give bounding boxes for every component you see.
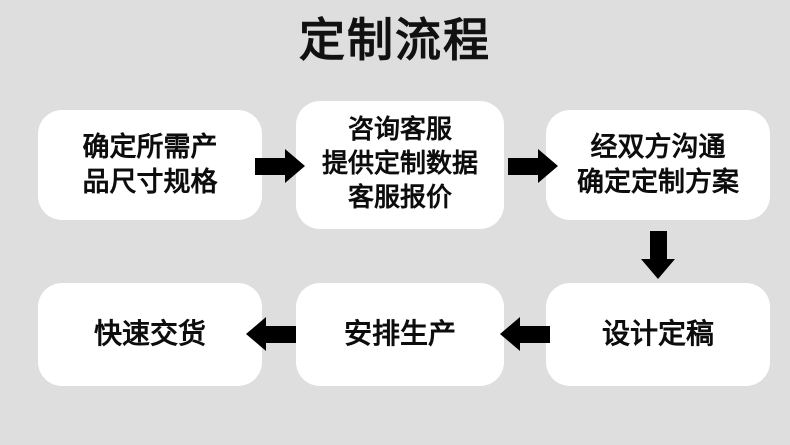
- flow-node-label: 设计定稿: [601, 317, 714, 351]
- arrow-shaft: [255, 158, 286, 175]
- arrow-head: [285, 149, 305, 183]
- arrow-head: [246, 317, 266, 351]
- arrow-left-icon: [246, 317, 296, 351]
- flow-node-label: 安排生产: [343, 317, 456, 351]
- flow-node-step-2[interactable]: 咨询客服 提供定制数据 客服报价: [296, 101, 504, 229]
- flow-node-label: 快速交货: [93, 317, 206, 351]
- arrow-shaft: [508, 158, 539, 175]
- page-title: 定制流程: [299, 13, 491, 67]
- arrow-head: [641, 259, 675, 279]
- flow-node-step-1[interactable]: 确定所需产 品尺寸规格: [38, 110, 262, 220]
- flow-node-step-4[interactable]: 设计定稿: [546, 283, 770, 386]
- arrow-right-icon: [508, 149, 558, 183]
- arrow-shaft: [519, 326, 550, 343]
- flow-node-step-3[interactable]: 经双方沟通 确定定制方案: [546, 110, 770, 220]
- arrow-head: [538, 149, 558, 183]
- flow-node-label: 确定所需产 品尺寸规格: [82, 131, 218, 198]
- flow-node-step-5[interactable]: 安排生产: [296, 283, 504, 386]
- arrow-shaft: [265, 326, 296, 343]
- arrow-left-icon: [500, 317, 550, 351]
- flow-node-step-6[interactable]: 快速交货: [38, 283, 262, 386]
- arrow-down-icon: [641, 231, 675, 279]
- flow-node-label: 经双方沟通 确定定制方案: [577, 131, 739, 198]
- arrow-head: [500, 317, 520, 351]
- arrow-right-icon: [255, 149, 305, 183]
- arrow-shaft: [650, 231, 667, 260]
- flow-node-label: 咨询客服 提供定制数据 客服报价: [321, 115, 478, 213]
